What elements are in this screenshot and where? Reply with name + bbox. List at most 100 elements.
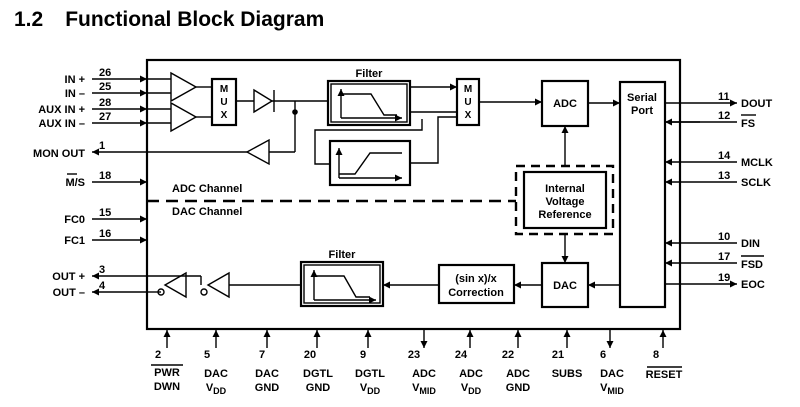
pin-adc-vmid-line2: VMID — [412, 382, 436, 396]
pin-reset-label: RESET — [646, 369, 683, 381]
pin-num-11: 11 — [718, 91, 730, 103]
pin-num-20: 20 — [304, 349, 316, 361]
pin-name-in-plus: IN + — [65, 74, 85, 86]
pin-num-6: 6 — [600, 349, 606, 361]
pin-dac-vmid-line2: VMID — [600, 382, 624, 396]
pin-num-8: 8 — [653, 349, 659, 361]
section-number: 1.2 — [14, 8, 44, 31]
output-buffer-1 — [163, 271, 187, 299]
pin-subs-label: SUBS — [552, 368, 583, 380]
pin-num-7: 7 — [259, 349, 265, 361]
input-mux-letter-u: U — [220, 97, 227, 108]
pin-dac-vdd-line2: VDD — [206, 382, 227, 396]
pin-dac-vmid-line1: DAC — [600, 368, 624, 380]
pin-num-15: 15 — [99, 207, 111, 219]
pin-name-fs: FS — [741, 118, 755, 130]
pin-name-fc1: FC1 — [64, 235, 85, 247]
pin-adc-vmid-line1: ADC — [412, 368, 436, 380]
serial-port-label-2: Port — [631, 105, 653, 117]
ref-label-3: Reference — [538, 209, 591, 221]
pin-name-din: DIN — [741, 238, 760, 250]
pin-name-out-minus: OUT – — [53, 287, 85, 299]
pin-adc-vdd-line2: VDD — [461, 382, 482, 396]
adc-mux-letter-x: X — [465, 110, 472, 121]
pin-dgtl-vdd-line2: VDD — [360, 382, 381, 396]
pin-num-10: 10 — [718, 231, 730, 243]
adc-mux-letter-m: M — [464, 84, 472, 95]
pin-num-3: 3 — [99, 264, 105, 276]
pin-num-14: 14 — [718, 150, 731, 162]
pin-name-fc0: FC0 — [64, 214, 85, 226]
pin-num-27: 27 — [99, 111, 111, 123]
pin-num-26: 26 — [99, 67, 111, 79]
mon-out-buffer — [245, 138, 270, 166]
adc-label: ADC — [553, 98, 577, 110]
pin-dgtl-vdd-line1: DGTL — [355, 368, 385, 380]
internal-ref-block — [522, 170, 608, 230]
ref-label-2: Voltage — [546, 196, 585, 208]
left-pin-lines — [92, 75, 147, 296]
pin-num-13: 13 — [718, 170, 730, 182]
pin-num-1: 1 — [99, 140, 105, 152]
serial-port-label-1: Serial — [627, 92, 657, 104]
pin-name-aux-in-plus: AUX IN + — [38, 104, 85, 116]
pin-num-19: 19 — [718, 272, 730, 284]
pin-name-fsd: FSD — [741, 259, 763, 271]
ref-label-1: Internal — [545, 183, 585, 195]
bottom-pin-lines — [163, 330, 667, 348]
pin-num-4: 4 — [99, 280, 106, 292]
serial-port-block — [618, 80, 667, 309]
diode-icon — [253, 88, 274, 114]
pin-num-23: 23 — [408, 349, 420, 361]
loop-wire — [314, 119, 423, 165]
pin-name-aux-in-minus: AUX IN – — [39, 118, 85, 130]
filter-bottom-label: Filter — [329, 249, 357, 261]
chip-outline — [145, 58, 682, 331]
pin-adc-gnd-line2: GND — [506, 382, 531, 394]
pin-num-24: 24 — [455, 349, 468, 361]
pin-name-sclk: SCLK — [741, 177, 771, 189]
pin-num-21: 21 — [552, 349, 564, 361]
pin-dgtl-gnd-line2: GND — [306, 382, 331, 394]
pin-name-in-minus: IN – — [65, 88, 85, 100]
pin-pwr-line2: DWN — [154, 381, 180, 393]
filter-bottom — [299, 260, 385, 308]
pin-num-16: 16 — [99, 228, 111, 240]
input-buffer-2 — [170, 101, 198, 133]
sinx-label-2: Correction — [448, 287, 504, 299]
pin-dgtl-gnd-line1: DGTL — [303, 368, 333, 380]
output-buffer-2 — [206, 271, 230, 299]
pin-num-28: 28 — [99, 97, 111, 109]
pin-name-dout: DOUT — [741, 98, 772, 110]
pin-num-12: 12 — [718, 110, 730, 122]
adc-mux-letter-u: U — [464, 97, 471, 108]
dac-channel-label: DAC Channel — [172, 206, 242, 218]
filter-top — [326, 79, 412, 127]
pin-num-18: 18 — [99, 170, 111, 182]
filter-top-label: Filter — [356, 68, 384, 80]
sinx-correction-block — [437, 263, 516, 305]
pin-num-5: 5 — [204, 349, 210, 361]
right-pin-lines — [665, 99, 737, 288]
pin-num-22: 22 — [502, 349, 514, 361]
pin-adc-vdd-line1: ADC — [459, 368, 483, 380]
input-buffer-1 — [170, 71, 198, 103]
pin-name-eoc: EOC — [741, 279, 765, 291]
pin-name-mclk: MCLK — [741, 157, 773, 169]
pin-num-2: 2 — [155, 349, 161, 361]
pin-dac-gnd-line2: GND — [255, 382, 280, 394]
adc-channel-label: ADC Channel — [172, 183, 242, 195]
pin-adc-gnd-line1: ADC — [506, 368, 530, 380]
pin-dac-vdd-line1: DAC — [204, 368, 228, 380]
pin-name-out-plus: OUT + — [52, 271, 85, 283]
pin-num-25: 25 — [99, 81, 111, 93]
input-mux-letter-x: X — [221, 110, 228, 121]
input-wires — [147, 78, 171, 124]
pin-pwr-line1: PWR — [154, 367, 180, 379]
pin-name-mon-out: MON OUT — [33, 148, 85, 160]
input-mux-letter-m: M — [220, 84, 228, 95]
pin-num-9: 9 — [360, 349, 366, 361]
pin-name-m-s: M/S — [65, 177, 85, 189]
